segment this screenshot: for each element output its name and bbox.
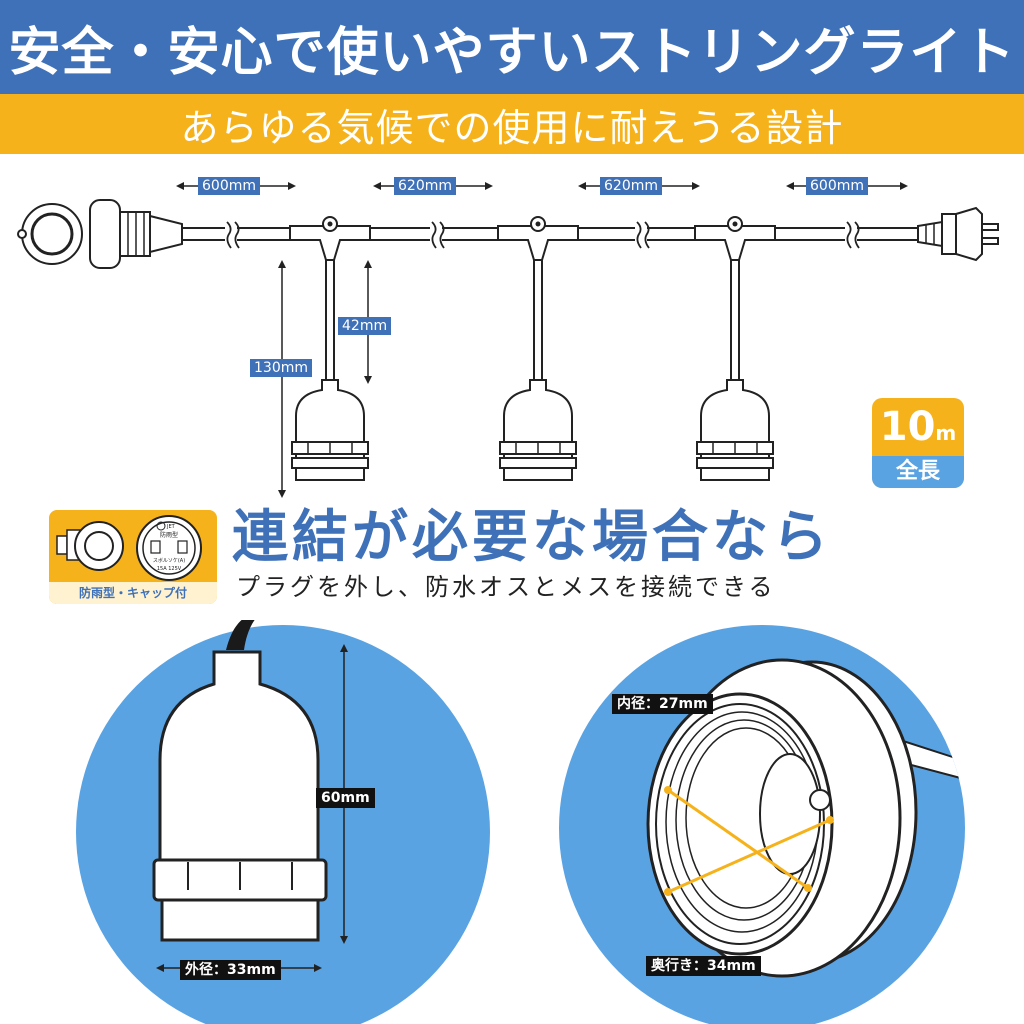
cap-print-name: スボルソケ(A) (153, 557, 185, 564)
page-title: 安全・安心で使いやすいストリングライト (0, 0, 1024, 94)
cap-print-jet: JET (166, 524, 176, 530)
socket-depth-label: 奥行き：34mm (646, 956, 761, 976)
total-length-unit: m (935, 421, 957, 445)
power-plug-icon (917, 206, 999, 262)
dimension-label-segment-4: 600mm (806, 177, 868, 195)
socket-inner-diameter-label: 内径：27mm (612, 694, 713, 714)
dimension-label-segment-1: 600mm (198, 177, 260, 195)
cap-print-type: 防雨型 (160, 531, 178, 539)
bulb-socket-2-icon (499, 379, 577, 481)
dimension-label-segment-2: 620mm (394, 177, 456, 195)
total-length-number: 10 (879, 404, 936, 450)
total-length-label: 全長 (872, 456, 964, 488)
female-connector-icon (17, 199, 183, 269)
socket-side-view (76, 620, 490, 1024)
connect-headline: 連結が必要な場合なら (232, 505, 832, 570)
dimension-label-drop-cable: 42mm (338, 317, 392, 335)
bulb-socket-3-icon (696, 379, 774, 481)
socket-height-label: 60mm (316, 788, 375, 808)
waterproof-cap-caption: 防雨型・キャップ付 (49, 582, 217, 604)
waterproof-cap-badge: JET 防雨型 スボルソケ(A) 15A 125V 防雨型・キャップ付 (49, 510, 217, 604)
string-light-drawing (17, 182, 999, 498)
page-subtitle: あらゆる気候での使用に耐えうる設計 (0, 94, 1024, 154)
socket-front-view (559, 625, 965, 1024)
total-length-badge: 10m 全長 (872, 398, 964, 488)
bulb-socket-1-icon (291, 379, 369, 481)
string-light-diagram: 600mm 620mm 620mm 600mm 42mm 130mm (0, 154, 1024, 500)
connect-description: プラグを外し、防水オスとメスを接続できる (236, 573, 776, 601)
dimension-label-segment-3: 620mm (600, 177, 662, 195)
total-length-value: 10m (872, 402, 964, 458)
dimension-label-drop-total: 130mm (250, 359, 312, 377)
waterproof-connector-icon: JET 防雨型 スボルソケ(A) 15A 125V (56, 515, 202, 581)
page-subtitle-text: あらゆる気候での使用に耐えうる設計 (180, 105, 844, 150)
socket-outer-diameter-label: 外径：33mm (180, 960, 281, 980)
cap-print-rating: 15A 125V (157, 566, 182, 572)
page-title-text: 安全・安心で使いやすいストリングライト (8, 22, 1016, 83)
